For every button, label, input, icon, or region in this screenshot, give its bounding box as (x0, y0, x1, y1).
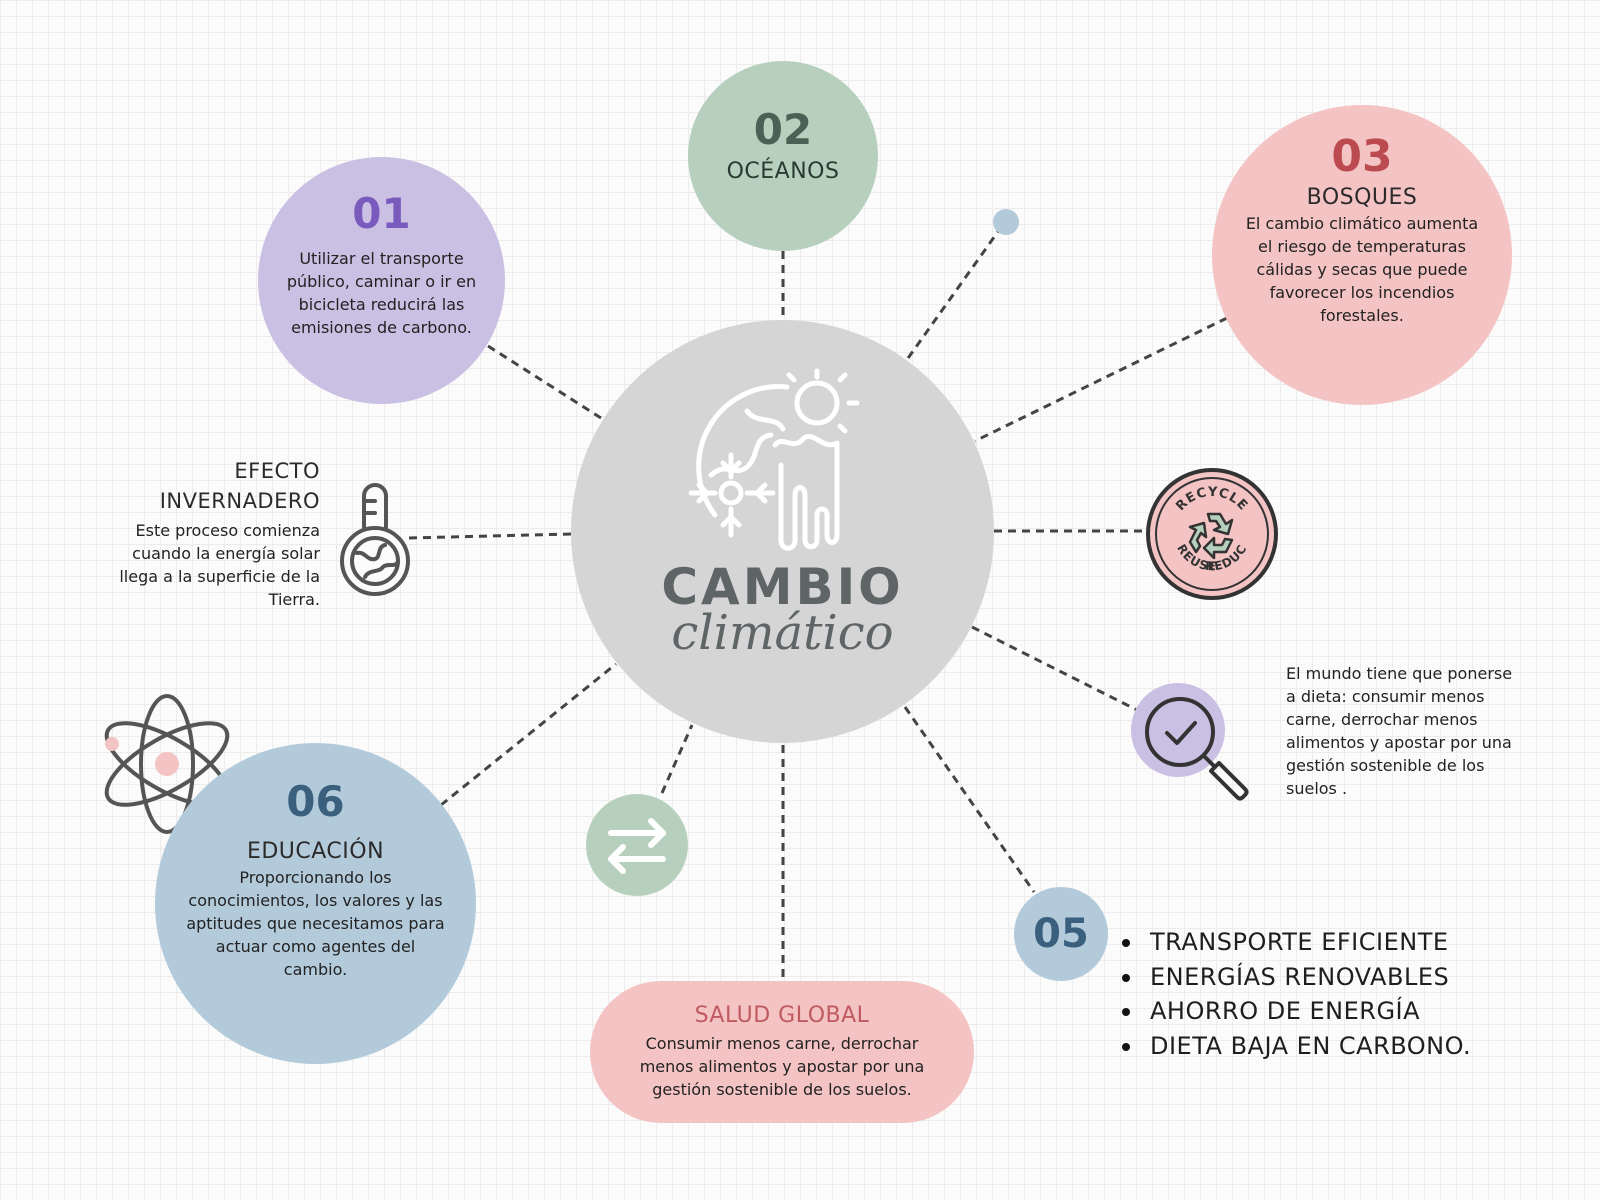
efecto-title-line2: INVERNADERO (159, 489, 320, 513)
node-06-text: Proporcionando los conocimientos, los va… (186, 868, 445, 979)
list-item: TRANSPORTE EFICIENTE (1120, 925, 1471, 960)
magnifier-check-icon (1131, 683, 1249, 801)
efecto-text: Este proceso comienza cuando la energía … (119, 521, 320, 609)
connector-03 (974, 316, 1228, 443)
efecto-invernadero-block: EFECTO INVERNADERO Este proceso comienza… (100, 459, 320, 611)
connector-05 (903, 706, 1036, 893)
node-05-number: 05 (1033, 911, 1089, 957)
node-06-number: 06 (286, 777, 345, 826)
node-06-title: EDUCACIÓN (246, 839, 385, 864)
connector-dot (904, 225, 1004, 362)
connector-efecto (408, 532, 572, 540)
earth-sun-snowflake-icon (688, 368, 860, 551)
node-01-number: 01 (352, 189, 411, 238)
node-02-number: 02 (753, 105, 813, 154)
efecto-title-line1: EFECTO (234, 459, 320, 483)
connector-06 (440, 662, 617, 807)
node-03-title: BOSQUES (1306, 185, 1418, 210)
node-06: 06 EDUCACIÓN Proporcionando los conocimi… (155, 743, 476, 1064)
center-hub: CAMBIO climático (571, 320, 994, 743)
node-salud-global: SALUD GLOBAL Consumir menos carne, derro… (590, 981, 974, 1123)
center-subtitle: climático (671, 605, 894, 661)
energy-list: TRANSPORTE EFICIENTE ENERGÍAS RENOVABLES… (1120, 925, 1471, 1063)
swap-arrows-icon (586, 794, 688, 896)
blue-dot-icon (993, 209, 1019, 235)
salud-title: SALUD GLOBAL (694, 1003, 870, 1028)
list-item: AHORRO DE ENERGÍA (1120, 994, 1471, 1029)
node-01: 01 Utilizar el transporte público, camin… (258, 157, 505, 404)
node-03-text: El cambio climático aumenta el riesgo de… (1245, 214, 1479, 325)
list-item: DIETA BAJA EN CARBONO. (1120, 1029, 1471, 1064)
dieta-text: El mundo tiene que ponerse a dieta: cons… (1286, 664, 1513, 798)
connector-01 (487, 344, 602, 420)
node-03-number: 03 (1331, 131, 1393, 182)
center-title: CAMBIO (661, 558, 904, 616)
node-03: 03 BOSQUES El cambio climático aumenta e… (1212, 105, 1512, 405)
connector-dieta (971, 625, 1138, 712)
node-05: 05 (1014, 887, 1108, 981)
list-item: ENERGÍAS RENOVABLES (1120, 960, 1471, 995)
node-02-title: OCÉANOS (726, 159, 840, 184)
node-01-text: Utilizar el transporte público, caminar … (286, 249, 477, 337)
salud-text: Consumir menos carne, derrochar menos al… (639, 1034, 925, 1099)
thermometer-globe-icon (340, 483, 410, 596)
connector-swap (660, 724, 694, 794)
node-02: 02 OCÉANOS (688, 61, 878, 251)
